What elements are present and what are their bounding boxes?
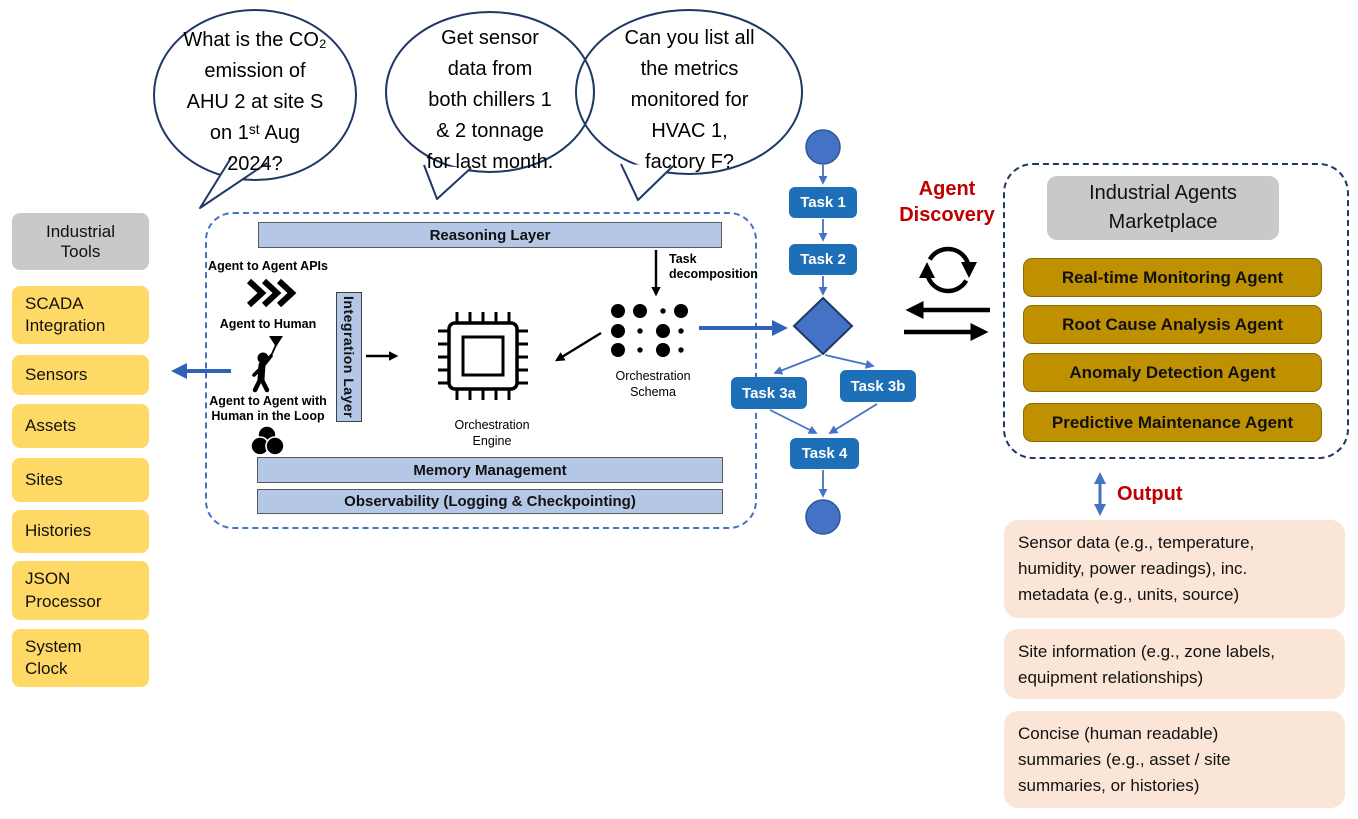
agent-discovery-exchange-icon — [904, 301, 990, 341]
agent-root-cause-analysis: Root Cause Analysis Agent — [1023, 305, 1322, 344]
tool-sensors: Sensors — [12, 355, 149, 395]
agent-discovery-label: Agent Discovery — [899, 178, 995, 226]
task-3b-box: Task 3b — [840, 370, 916, 402]
agent-realtime-monitoring: Real-time Monitoring Agent — [1023, 258, 1322, 297]
output-sensor-data-box: Sensor data (e.g., temperature, humidity… — [1004, 520, 1345, 618]
observability-bar: Observability (Logging & Checkpointing) — [257, 489, 723, 514]
integration-layer-bar: Integration Layer — [336, 292, 362, 422]
agent-discovery-sync-icon — [919, 246, 977, 294]
agent-human-person-icon — [252, 336, 283, 393]
agent-loop-label: Agent to Agent with Human in the Loop — [209, 394, 327, 423]
output-summaries-box: Concise (human readable) summaries (e.g.… — [1004, 711, 1345, 808]
orchestration-engine-caption: Orchestration Engine — [454, 418, 530, 448]
task-4-box: Task 4 — [790, 438, 859, 469]
workflow-start-circle — [805, 129, 841, 165]
speech-bubble-fills — [154, 10, 802, 180]
orchestration-schema-caption: Orchestration Schema — [615, 369, 691, 399]
orchestration-schema-dots-icon — [611, 304, 688, 357]
speech-bubble-1-tail — [199, 157, 268, 209]
memory-management-bar: Memory Management — [257, 457, 723, 483]
speech-bubble-1-text: What is the CO₂ emission of AHU 2 at sit… — [183, 29, 327, 175]
reasoning-layer-bar: Reasoning Layer — [258, 222, 722, 248]
agent-apis-chevron-icon — [246, 278, 297, 308]
output-label: Output — [1117, 483, 1183, 505]
schema-to-engine-arrow — [554, 331, 602, 362]
tool-scada-integration: SCADA Integration — [12, 286, 149, 344]
agent-predictive-maintenance: Predictive Maintenance Agent — [1023, 403, 1322, 442]
workflow-end-circle — [805, 499, 841, 535]
tool-system-clock: System Clock — [12, 629, 149, 687]
marketplace-header: Industrial Agents Marketplace — [1047, 176, 1279, 240]
output-site-info-box: Site information (e.g., zone labels, equ… — [1004, 629, 1345, 699]
speech-bubble-2-text: Get sensor data from both chillers 1 & 2… — [426, 27, 554, 173]
speech-bubble-3-tail — [620, 163, 674, 201]
tool-histories: Histories — [12, 510, 149, 553]
agent-anomaly-detection: Anomaly Detection Agent — [1023, 353, 1322, 392]
speech-bubble-1-outline — [153, 9, 357, 181]
task-2-box: Task 2 — [789, 244, 857, 275]
task-decomposition-label: Task decomposition — [669, 252, 758, 281]
task-3a-box: Task 3a — [731, 377, 807, 409]
human-in-loop-venn-icon — [250, 425, 285, 456]
speech-bubble-2-outline — [385, 11, 595, 173]
speech-bubble-2-tail — [423, 164, 472, 200]
tool-assets: Assets — [12, 404, 149, 448]
tool-json-processor: JSON Processor — [12, 561, 149, 620]
agent-to-agent-apis-label: Agent to Agent APIs — [208, 259, 328, 273]
workflow-decision-diamond — [792, 296, 854, 356]
workflow-flow-arrows — [769, 165, 878, 498]
task-1-box: Task 1 — [789, 187, 857, 218]
industrial-tools-header: Industrial Tools — [12, 213, 149, 270]
speech-bubble-3-text: Can you list all the metrics monitored f… — [624, 27, 755, 173]
marketplace-dashed-box — [1003, 163, 1349, 459]
speech-bubble-3-outline — [575, 9, 803, 175]
orchestration-engine-chip-icon — [438, 312, 528, 400]
agent-to-human-label: Agent to Human — [219, 317, 317, 331]
tool-sites: Sites — [12, 458, 149, 502]
